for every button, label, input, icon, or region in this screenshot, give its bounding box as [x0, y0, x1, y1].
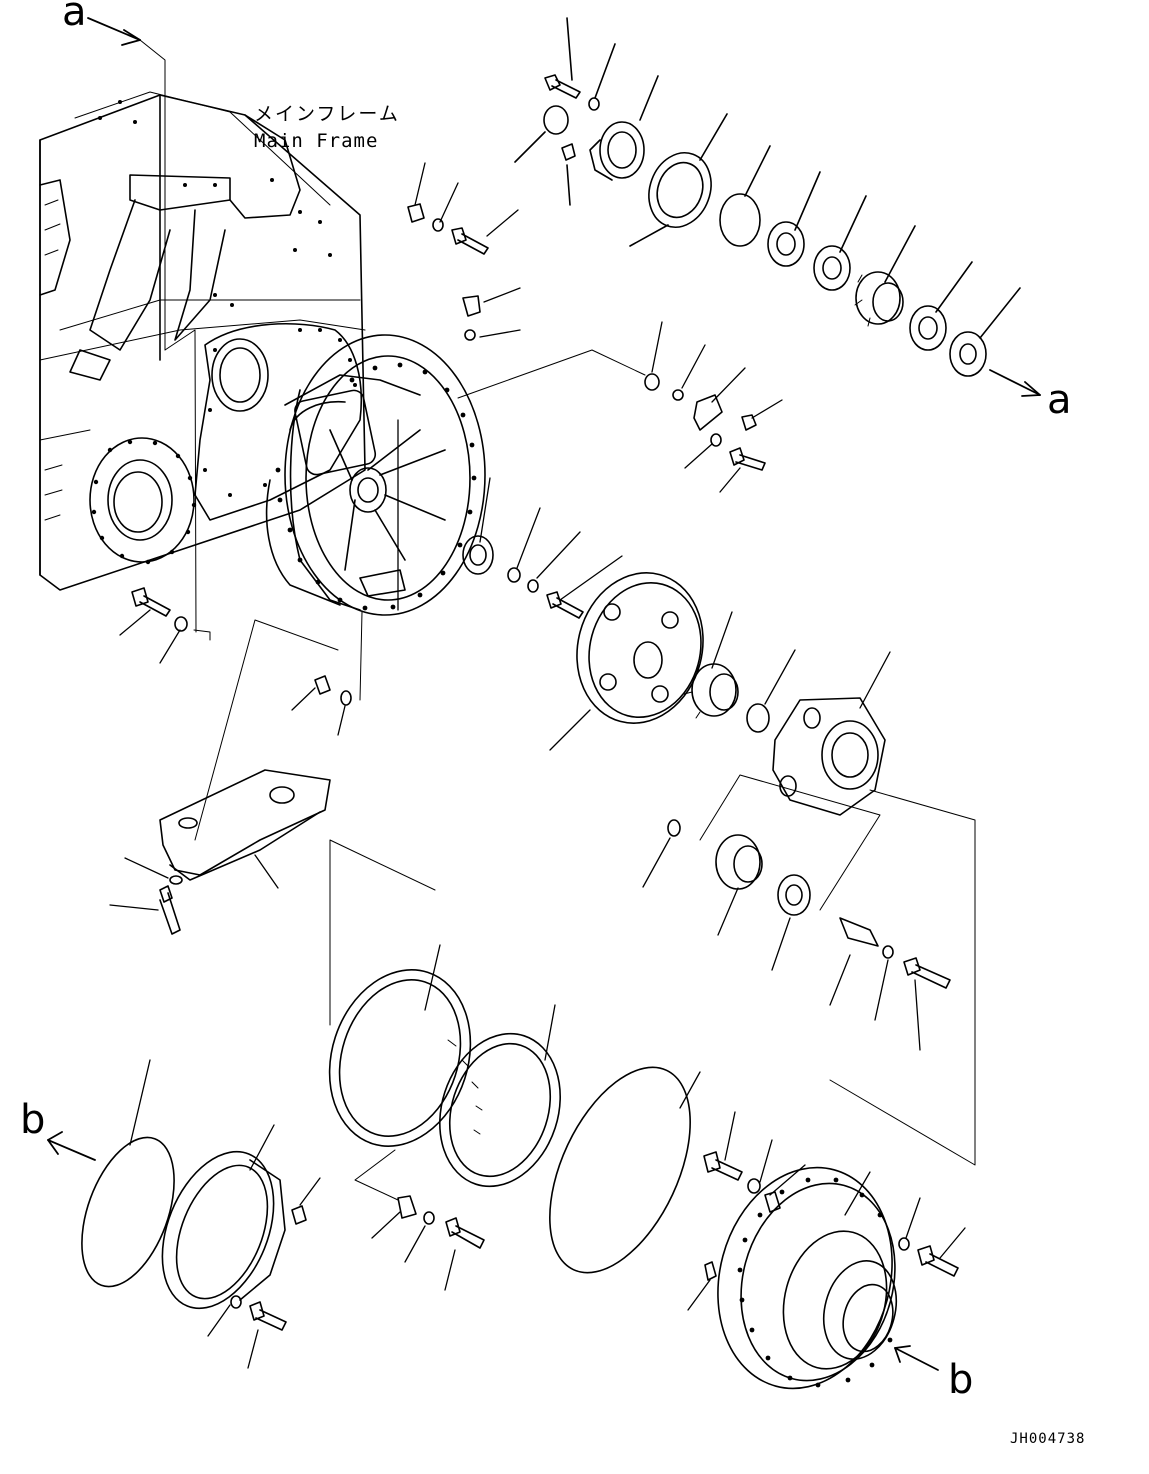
- callout-label-b-left: b: [20, 1097, 46, 1143]
- callout-label-a-right: a: [1047, 377, 1072, 423]
- carrier-assembly: [550, 559, 975, 1165]
- input-parts-chain: [515, 18, 1040, 396]
- callout-label-a-top: a: [62, 0, 87, 35]
- final-drive-housing: [267, 335, 485, 615]
- callout-label-b-right: b: [948, 1357, 974, 1403]
- hub-sprocket: [688, 1112, 965, 1408]
- fasteners: [120, 163, 782, 735]
- callout-arrow-a-top: [88, 18, 196, 632]
- bracket-shoe: [110, 620, 338, 934]
- cover-and-seal: [48, 1060, 320, 1368]
- main-frame: [40, 92, 365, 590]
- main-frame-label-jp: メインフレーム: [254, 103, 400, 125]
- ring-gears: [308, 840, 720, 1294]
- drawing-code: JH004738: [1010, 1431, 1086, 1447]
- main-frame-label-en: Main Frame: [254, 130, 379, 152]
